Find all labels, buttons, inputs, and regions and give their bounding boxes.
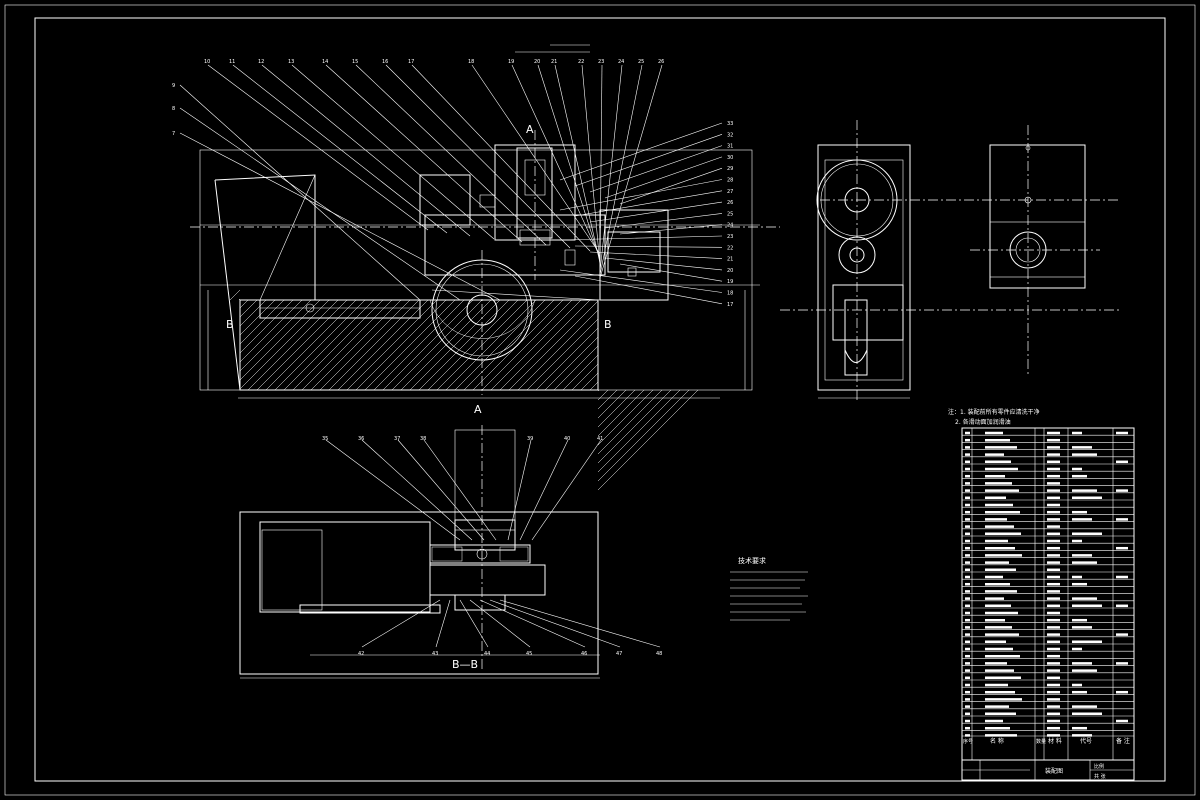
balloon-label: 9 [172, 83, 175, 89]
inner-frame [34, 17, 1166, 782]
balloon-label: 29 [727, 166, 733, 172]
balloon-label: 14 [322, 59, 328, 65]
outer-border [4, 4, 1196, 796]
balloon-label: 21 [551, 59, 557, 65]
bom-header-qty: 数量 [1036, 738, 1046, 745]
balloon-label: 12 [258, 59, 264, 65]
bom-table [961, 427, 1135, 761]
balloon-label: 17 [727, 302, 733, 308]
balloon-label: 25 [727, 211, 733, 217]
section-bb-view [239, 425, 600, 679]
balloon-label: 36 [358, 436, 364, 442]
balloon-label: 22 [578, 59, 584, 65]
notes-line1: 注：1. 装配前所有零件应清洗干净 [948, 408, 1040, 416]
balloon-label: 32 [727, 132, 733, 138]
title-block-name: 装配图 [1045, 767, 1063, 775]
section-mark-a-bottom: A [474, 403, 482, 416]
balloon-label: 26 [727, 200, 733, 206]
side-view [780, 120, 1120, 400]
balloon-label: 30 [727, 155, 733, 161]
leader-lines [179, 64, 723, 648]
balloon-label: 27 [727, 189, 733, 195]
balloon-label: 45 [526, 651, 532, 657]
balloon-label: 20 [534, 59, 540, 65]
bom-header-name: 名 称 [990, 737, 1004, 745]
bom-header-material: 材 料 [1048, 737, 1062, 745]
balloon-label: 28 [727, 178, 733, 184]
tech-requirements: 技术要求 [730, 556, 808, 621]
balloon-label: 22 [727, 245, 733, 251]
section-bb-title: B—B [452, 658, 478, 671]
balloon-label: 23 [598, 59, 604, 65]
balloon-label: 7 [172, 131, 175, 137]
front-view [190, 44, 780, 491]
balloon-labels: 10 11 12 13 14 15 16 17 18 19 20 21 22 23 24 25 26 9 8 7 33 3… [172, 59, 733, 657]
balloon-label: 37 [394, 436, 400, 442]
balloon-label: 35 [322, 436, 328, 442]
balloon-label: 40 [564, 436, 570, 442]
balloon-label: 23 [727, 234, 733, 240]
balloon-label: 18 [727, 291, 733, 297]
balloon-label: 17 [408, 59, 414, 65]
section-mark-b-right: B [604, 318, 612, 331]
balloon-label: 41 [597, 436, 603, 442]
balloon-label: 38 [420, 436, 426, 442]
title-block-sheet: 共 张 [1094, 773, 1106, 780]
balloon-label: 43 [432, 651, 438, 657]
balloon-label: 44 [484, 651, 490, 657]
balloon-label: 20 [727, 268, 733, 274]
balloon-label: 24 [727, 223, 733, 229]
balloon-label: 11 [229, 59, 235, 65]
balloon-label: 10 [204, 59, 210, 65]
title-block [961, 759, 1135, 781]
balloon-label: 39 [527, 436, 533, 442]
balloon-label: 18 [468, 59, 474, 65]
bom-header-no: 序号 [963, 738, 973, 745]
balloon-label: 21 [727, 257, 733, 263]
balloon-label: 25 [638, 59, 644, 65]
balloon-label: 33 [727, 121, 733, 127]
balloon-label: 15 [352, 59, 358, 65]
bom-header-remark: 备 注 [1116, 737, 1130, 745]
balloon-label: 24 [618, 59, 624, 65]
balloon-label: 26 [658, 59, 664, 65]
title-block-scale: 比例 [1094, 763, 1104, 770]
notes-line2: 2. 各滑动面加润滑油 [955, 418, 1011, 426]
balloon-label: 13 [288, 59, 294, 65]
balloon-label: 48 [656, 651, 662, 657]
right-view [970, 125, 1100, 375]
section-mark-a-top: A [526, 123, 534, 136]
balloon-label: 47 [616, 651, 622, 657]
bom-header-code: 代号 [1080, 737, 1092, 745]
balloon-label: 46 [581, 651, 587, 657]
tech-title: 技术要求 [738, 556, 766, 565]
balloon-label: 8 [172, 106, 175, 112]
balloon-label: 19 [727, 279, 733, 285]
balloon-label: 19 [508, 59, 514, 65]
section-mark-b-left: B [226, 318, 234, 331]
balloon-label: 31 [727, 144, 733, 150]
balloon-label: 16 [382, 59, 388, 65]
balloon-label: 42 [358, 651, 364, 657]
